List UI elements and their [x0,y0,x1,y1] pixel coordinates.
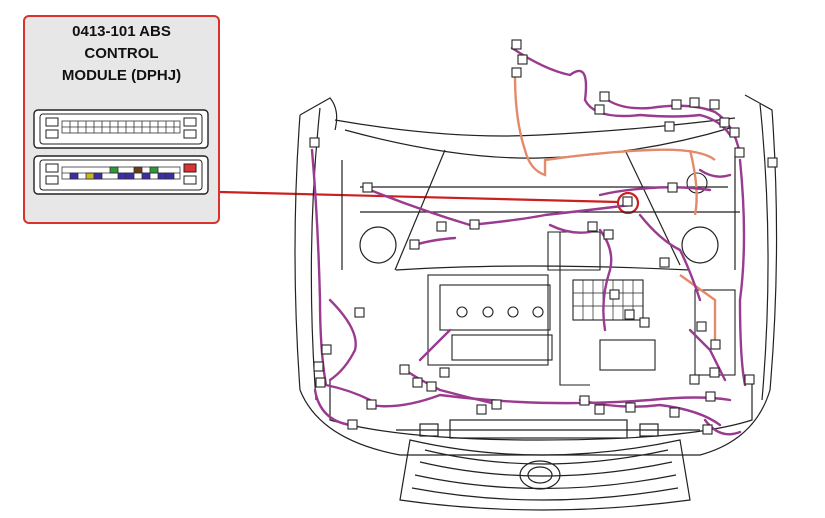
highlight-circle-icon[interactable] [616,191,640,215]
vehicle-body-outline [294,94,778,511]
harness-orange [513,74,717,340]
callout-title-line-3: MODULE (DPHJ) [61,67,182,84]
callout-title-line-1: 0413-101 ABS [72,23,171,40]
connector-lower-icon[interactable] [33,155,209,195]
callout-title-line-2: CONTROL [84,45,159,62]
engine-block [427,172,736,386]
harness-connectors [309,39,778,435]
connector-upper-icon[interactable] [33,109,209,149]
leader-line [219,190,619,204]
